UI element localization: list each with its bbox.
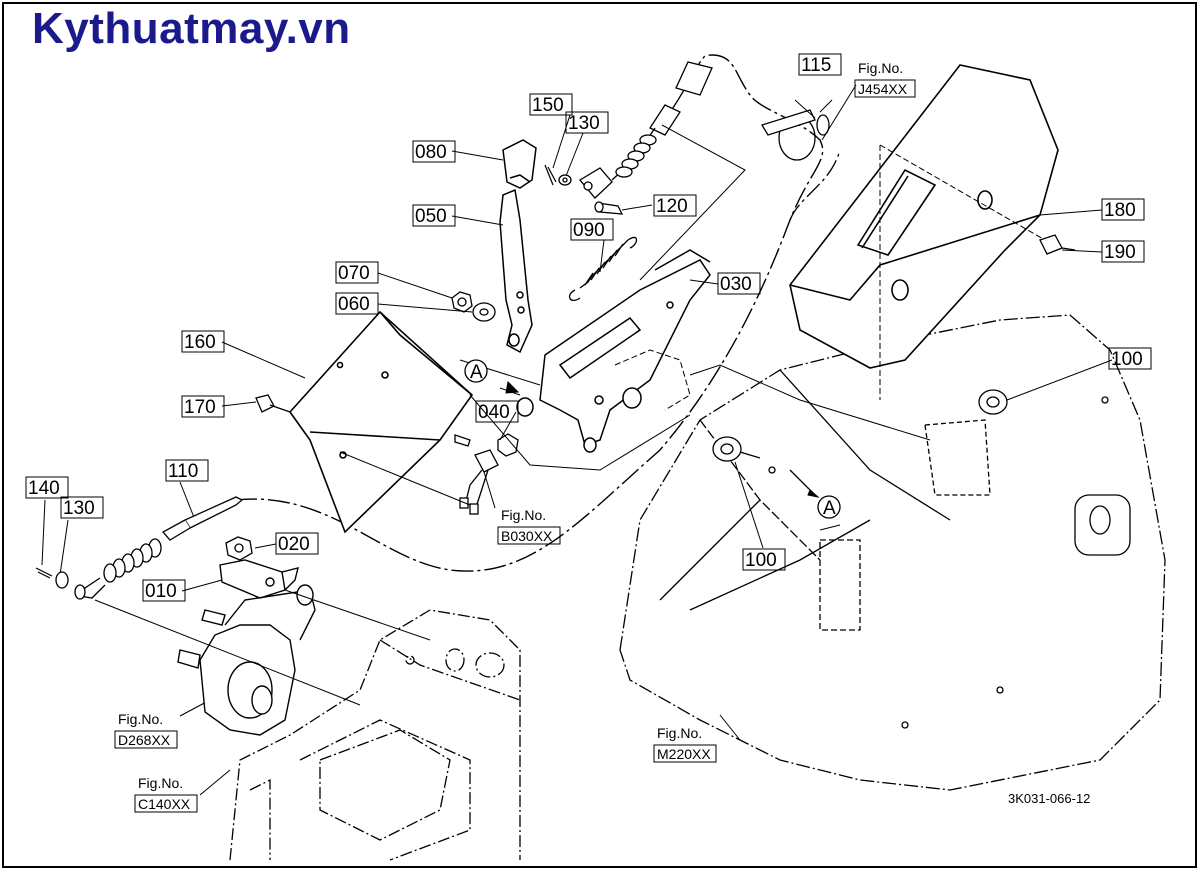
nut-020 (225, 536, 253, 561)
part-090: 090 (573, 220, 605, 241)
cover-160 (288, 310, 474, 534)
washer-060 (472, 302, 496, 322)
part-040: 040 (478, 402, 510, 423)
cable-lower (74, 496, 244, 600)
fig-caption-d268: Fig.No. (118, 711, 163, 727)
bolt-100-left (712, 436, 761, 462)
part-020: 020 (278, 534, 310, 555)
fig-ref-boxes (114, 79, 916, 813)
pin-120 (594, 201, 624, 215)
cable-upper (579, 61, 713, 199)
part-120: 120 (656, 196, 688, 217)
fig-ref-j454: J454XX (858, 81, 908, 97)
panel-m220 (619, 314, 1166, 791)
part-115: 115 (801, 55, 831, 76)
part-100-left: 100 (745, 550, 777, 571)
part-060: 060 (338, 294, 370, 315)
fig-caption-j454: Fig.No. (858, 60, 903, 76)
fig-caption-c140: Fig.No. (138, 775, 183, 791)
housing-d268 (177, 584, 316, 736)
part-130-top: 130 (568, 113, 600, 134)
fig-ref-d268: D268XX (118, 732, 171, 748)
cover-180 (789, 64, 1059, 369)
part-160: 160 (184, 332, 216, 353)
part-170: 170 (184, 397, 216, 418)
part-130-left: 130 (63, 498, 95, 519)
switch-b030 (454, 434, 499, 515)
marker-a-1 (464, 359, 488, 383)
lever-050 (499, 188, 533, 354)
case-c140 (229, 609, 521, 861)
bracket-010 (219, 559, 299, 599)
part-050: 050 (415, 206, 447, 227)
pin-140 (35, 567, 53, 579)
washer-130-left (55, 571, 69, 589)
marker-a-2-label: A (823, 498, 836, 519)
part-080: 080 (415, 142, 447, 163)
clamp-115 (761, 99, 830, 161)
part-110: 110 (168, 461, 198, 482)
bolt-190 (1039, 234, 1076, 255)
fig-ref-m220: M220XX (657, 746, 711, 762)
fig-ref-b030: B030XX (501, 528, 553, 544)
part-010: 010 (145, 581, 177, 602)
part-070: 070 (338, 263, 370, 284)
fig-caption-b030: Fig.No. (501, 507, 546, 523)
part-030: 030 (720, 274, 752, 295)
brand-logo: Kythuatmay.vn (32, 4, 351, 53)
marker-a-2 (817, 495, 841, 519)
cable-route (234, 54, 824, 572)
part-100-right: 100 (1111, 349, 1143, 370)
bracket-030 (516, 249, 711, 453)
washer-130-top (558, 174, 572, 186)
nut-040 (497, 433, 519, 457)
part-150: 150 (532, 95, 564, 116)
marker-a-1-label: A (470, 362, 483, 383)
part-labels (25, 53, 1152, 602)
part-140: 140 (28, 478, 60, 499)
fig-ref-c140: C140XX (138, 796, 191, 812)
knob-080 (502, 139, 537, 189)
bolt-100-right (978, 389, 1008, 415)
nut-070 (451, 291, 473, 313)
part-190: 190 (1104, 242, 1136, 263)
pin-150 (544, 164, 557, 186)
part-180: 180 (1104, 200, 1136, 221)
drawing-code: 3K031-066-12 (1008, 791, 1090, 806)
bolt-170 (255, 394, 291, 413)
fig-caption-m220: Fig.No. (657, 725, 702, 741)
